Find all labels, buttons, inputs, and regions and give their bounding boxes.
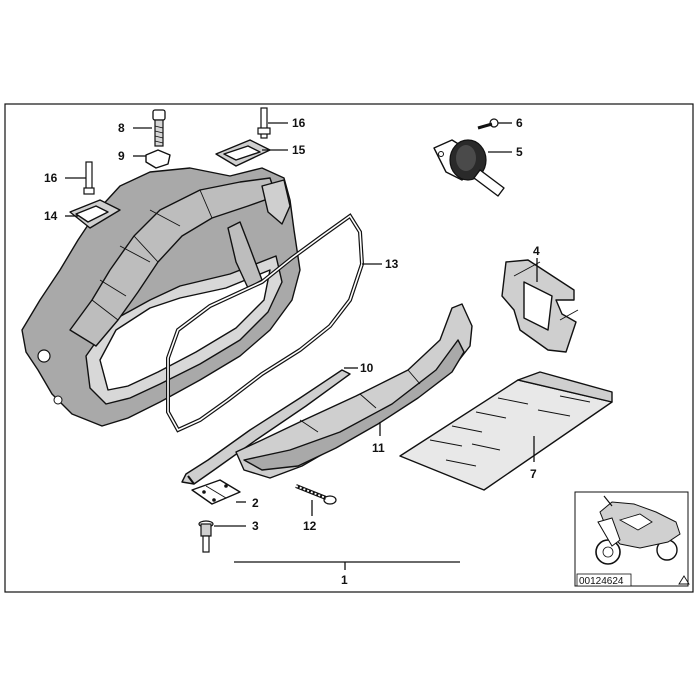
- callout-15: 15: [292, 143, 306, 157]
- mat-part-7: [399, 371, 613, 491]
- callout-6: 6: [516, 116, 523, 130]
- hinge-part-2: [191, 479, 241, 505]
- callout-1: 1: [341, 573, 348, 587]
- bolt-part-16-left: [83, 161, 95, 195]
- callout-3: 3: [252, 519, 259, 533]
- callout-8: 8: [118, 121, 125, 135]
- callout-4: 4: [533, 244, 540, 258]
- callout-16-left: 16: [44, 171, 58, 185]
- diagram-id: 00124624: [579, 576, 624, 587]
- callout-10: 10: [360, 361, 374, 375]
- bracket-part-15: [215, 139, 271, 167]
- callout-13: 13: [385, 257, 399, 271]
- callout-11: 11: [372, 441, 385, 455]
- cover-plate-part-4: [501, 259, 579, 353]
- callout-12: 12: [303, 519, 317, 533]
- nut-part-9: [145, 149, 171, 169]
- callout-9: 9: [118, 149, 125, 163]
- screw-part-12: [295, 484, 337, 505]
- bolt-part-8: [152, 109, 166, 147]
- pannier-shell: [21, 167, 301, 427]
- warning-triangle-icon: [678, 575, 690, 585]
- callout-2: 2: [252, 496, 259, 510]
- callout-14: 14: [44, 209, 58, 223]
- lid-rim-part-11: [235, 303, 473, 479]
- rivet-part-3: [198, 520, 214, 553]
- strap-part-10: [181, 369, 351, 485]
- callout-7: 7: [530, 467, 537, 481]
- screw-part-6: [477, 118, 499, 130]
- callout-labels: 8 9 16 14 16 15 6 5 4 13 10 11 7 2 3 12 …: [44, 116, 540, 587]
- callout-16-right: 16: [292, 116, 306, 130]
- motorcycle-icon: [595, 495, 681, 565]
- diagram-border: [4, 103, 694, 593]
- bracket-part-14: [69, 199, 121, 229]
- lock-part-5: [433, 139, 505, 197]
- motorcycle-inset: 00124624: [574, 491, 690, 587]
- bolt-part-16-right: [257, 107, 271, 139]
- leader-lines: [65, 122, 538, 570]
- callout-5: 5: [516, 145, 523, 159]
